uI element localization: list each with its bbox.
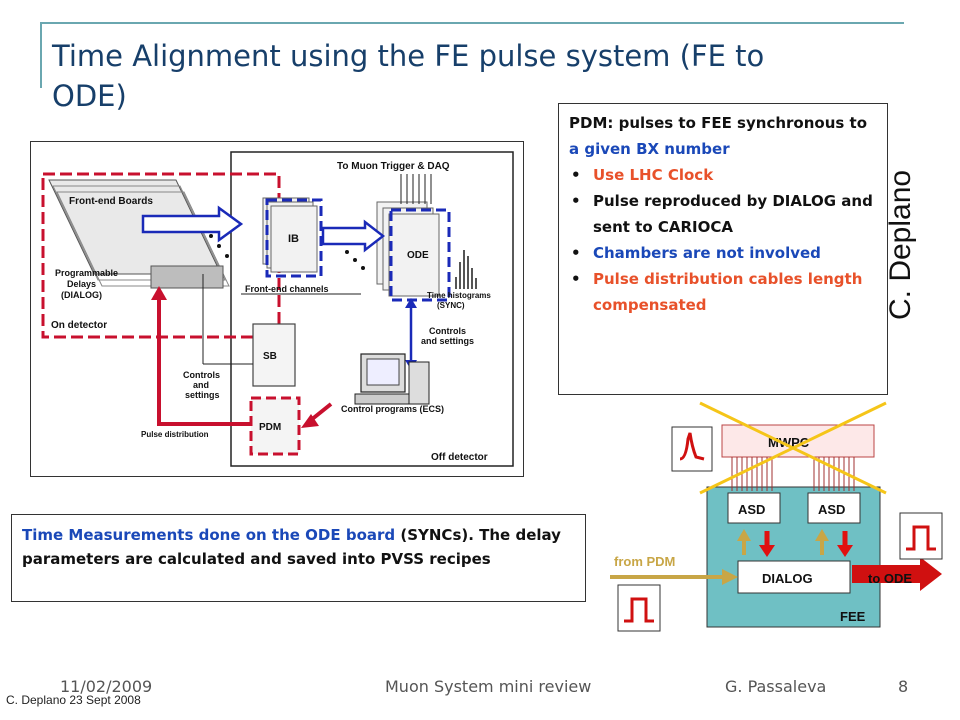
- label-from-pdm: from PDM: [614, 554, 675, 569]
- label-off-detector: Off detector: [431, 452, 488, 463]
- system-diagram: Front-end Boards Programmable Delays (DI…: [30, 141, 524, 477]
- label-controls-3: settings: [185, 390, 220, 400]
- pdm-bullet-text: Pulse reproduced by DIALOG and sent to C…: [593, 192, 873, 236]
- label-controls-settings-2: and settings: [421, 336, 474, 346]
- pulse-icon-input: [617, 584, 661, 632]
- bullet-icon: •: [571, 166, 581, 184]
- label-ode: ODE: [407, 250, 429, 261]
- label-asd-right: ASD: [818, 502, 845, 517]
- title-accent-line-top: [40, 22, 904, 24]
- slide-title: Time Alignment using the FE pulse system…: [52, 39, 765, 113]
- label-time-histograms: Time histograms: [427, 291, 491, 300]
- asd-dialog-arrows: [737, 529, 853, 557]
- pdm-bullet-text: Use LHC Clock: [593, 166, 714, 184]
- asd-left-box: [727, 492, 781, 524]
- label-to-ode: to ODE: [868, 571, 912, 586]
- pulse-distribution-path: [157, 294, 251, 426]
- label-asd-left: ASD: [738, 502, 765, 517]
- asd-right-box: [807, 492, 861, 524]
- pdm-intro-blue-text: a given BX number: [569, 140, 730, 158]
- pdm-bullet-text: Pulse distribution cables length compens…: [593, 270, 863, 314]
- red-arrow-to-pdm: [309, 402, 333, 422]
- footer-date: 11/02/2009: [60, 677, 153, 696]
- footer-author: G. Passaleva: [725, 677, 827, 696]
- measurements-blue-text: Time Measurements done on the ODE board: [22, 526, 396, 544]
- label-pulse-distribution: Pulse distribution: [141, 430, 209, 439]
- computer-icon: [354, 353, 430, 405]
- label-sb: SB: [263, 351, 277, 362]
- label-ib: IB: [288, 233, 299, 245]
- pulse-icon-output: [899, 512, 943, 560]
- pdm-bullet-item: • Use LHC Clock: [569, 162, 877, 188]
- pdm-intro-text: PDM: pulses to FEE synchronous to: [569, 114, 868, 132]
- pdm-intro: PDM: pulses to FEE synchronous to a give…: [569, 110, 877, 162]
- label-controls-2: and: [193, 380, 209, 390]
- arrow-boards-to-ib: [141, 205, 244, 243]
- label-front-end-boards: Front-end Boards: [69, 196, 153, 207]
- bullet-icon: •: [571, 244, 581, 262]
- sb-box: [252, 323, 296, 387]
- pdm-bullet-list: • Use LHC Clock • Pulse reproduced by DIAL…: [569, 162, 877, 318]
- arrow-ib-to-ode: [321, 219, 386, 253]
- bullet-icon: •: [571, 270, 581, 288]
- pulse-icon-distorted: [671, 426, 713, 472]
- pdm-bullet-item: • Pulse distribution cables length compen…: [569, 266, 877, 318]
- label-sync: (SYNC): [437, 301, 465, 310]
- label-pdm: PDM: [259, 422, 281, 433]
- pdm-bullet-item: • Pulse reproduced by DIALOG and sent to …: [569, 188, 877, 240]
- label-programmable: Programmable: [55, 268, 118, 278]
- label-controls-1: Controls: [183, 370, 220, 380]
- system-diagram-svg: Front-end Boards Programmable Delays (DI…: [41, 151, 514, 467]
- ib-stack: [262, 197, 318, 273]
- dialog-box: [737, 560, 851, 594]
- pdm-bullet-item: • Chambers are not involved: [569, 240, 877, 266]
- label-on-detector: On detector: [51, 320, 107, 331]
- measurements-black-text: (SYNCs). The delay parameters are calcul…: [22, 526, 561, 568]
- footer-credit: C. Deplano 23 Sept 2008: [6, 693, 141, 707]
- footer-event: Muon System mini review: [385, 677, 592, 696]
- ellipsis-dots: [209, 234, 365, 270]
- label-delays: Delays: [67, 279, 96, 289]
- time-measurements-box: Time Measurements done on the ODE board …: [11, 514, 586, 602]
- title-accent-line-left: [40, 22, 42, 88]
- front-end-boards-stack: [48, 179, 230, 289]
- vertical-author-name: C. Deplano: [884, 169, 917, 320]
- pdm-dashed-box: [249, 396, 301, 456]
- ib-dashed-frame: [265, 198, 323, 278]
- pdm-bullet-text: Chambers are not involved: [593, 244, 821, 262]
- label-dialog: DIALOG: [762, 571, 813, 586]
- bullet-icon: •: [571, 192, 581, 210]
- pdm-description-box: PDM: pulses to FEE synchronous to a give…: [558, 103, 888, 395]
- label-to-muon-trigger: To Muon Trigger & DAQ: [337, 161, 450, 172]
- yellow-cross-line-2: [699, 401, 887, 495]
- label-fee: FEE: [840, 609, 866, 624]
- off-detector-frame: [230, 151, 514, 467]
- to-ode-arrow: [852, 565, 922, 583]
- footer-page-number: 8: [898, 677, 909, 696]
- label-front-end-channels: Front-end channels: [245, 284, 329, 294]
- label-dialog: (DIALOG): [61, 290, 102, 300]
- fee-diagram: FEE MWPC ASD ASD DIALOG from PDM to OD: [610, 401, 943, 632]
- output-arrows: [400, 174, 432, 204]
- ode-stack: [376, 201, 440, 297]
- label-controls-settings-1: Controls: [429, 326, 466, 336]
- time-histogram-icon: [455, 250, 477, 289]
- label-control-programs: Control programs (ECS): [341, 404, 444, 414]
